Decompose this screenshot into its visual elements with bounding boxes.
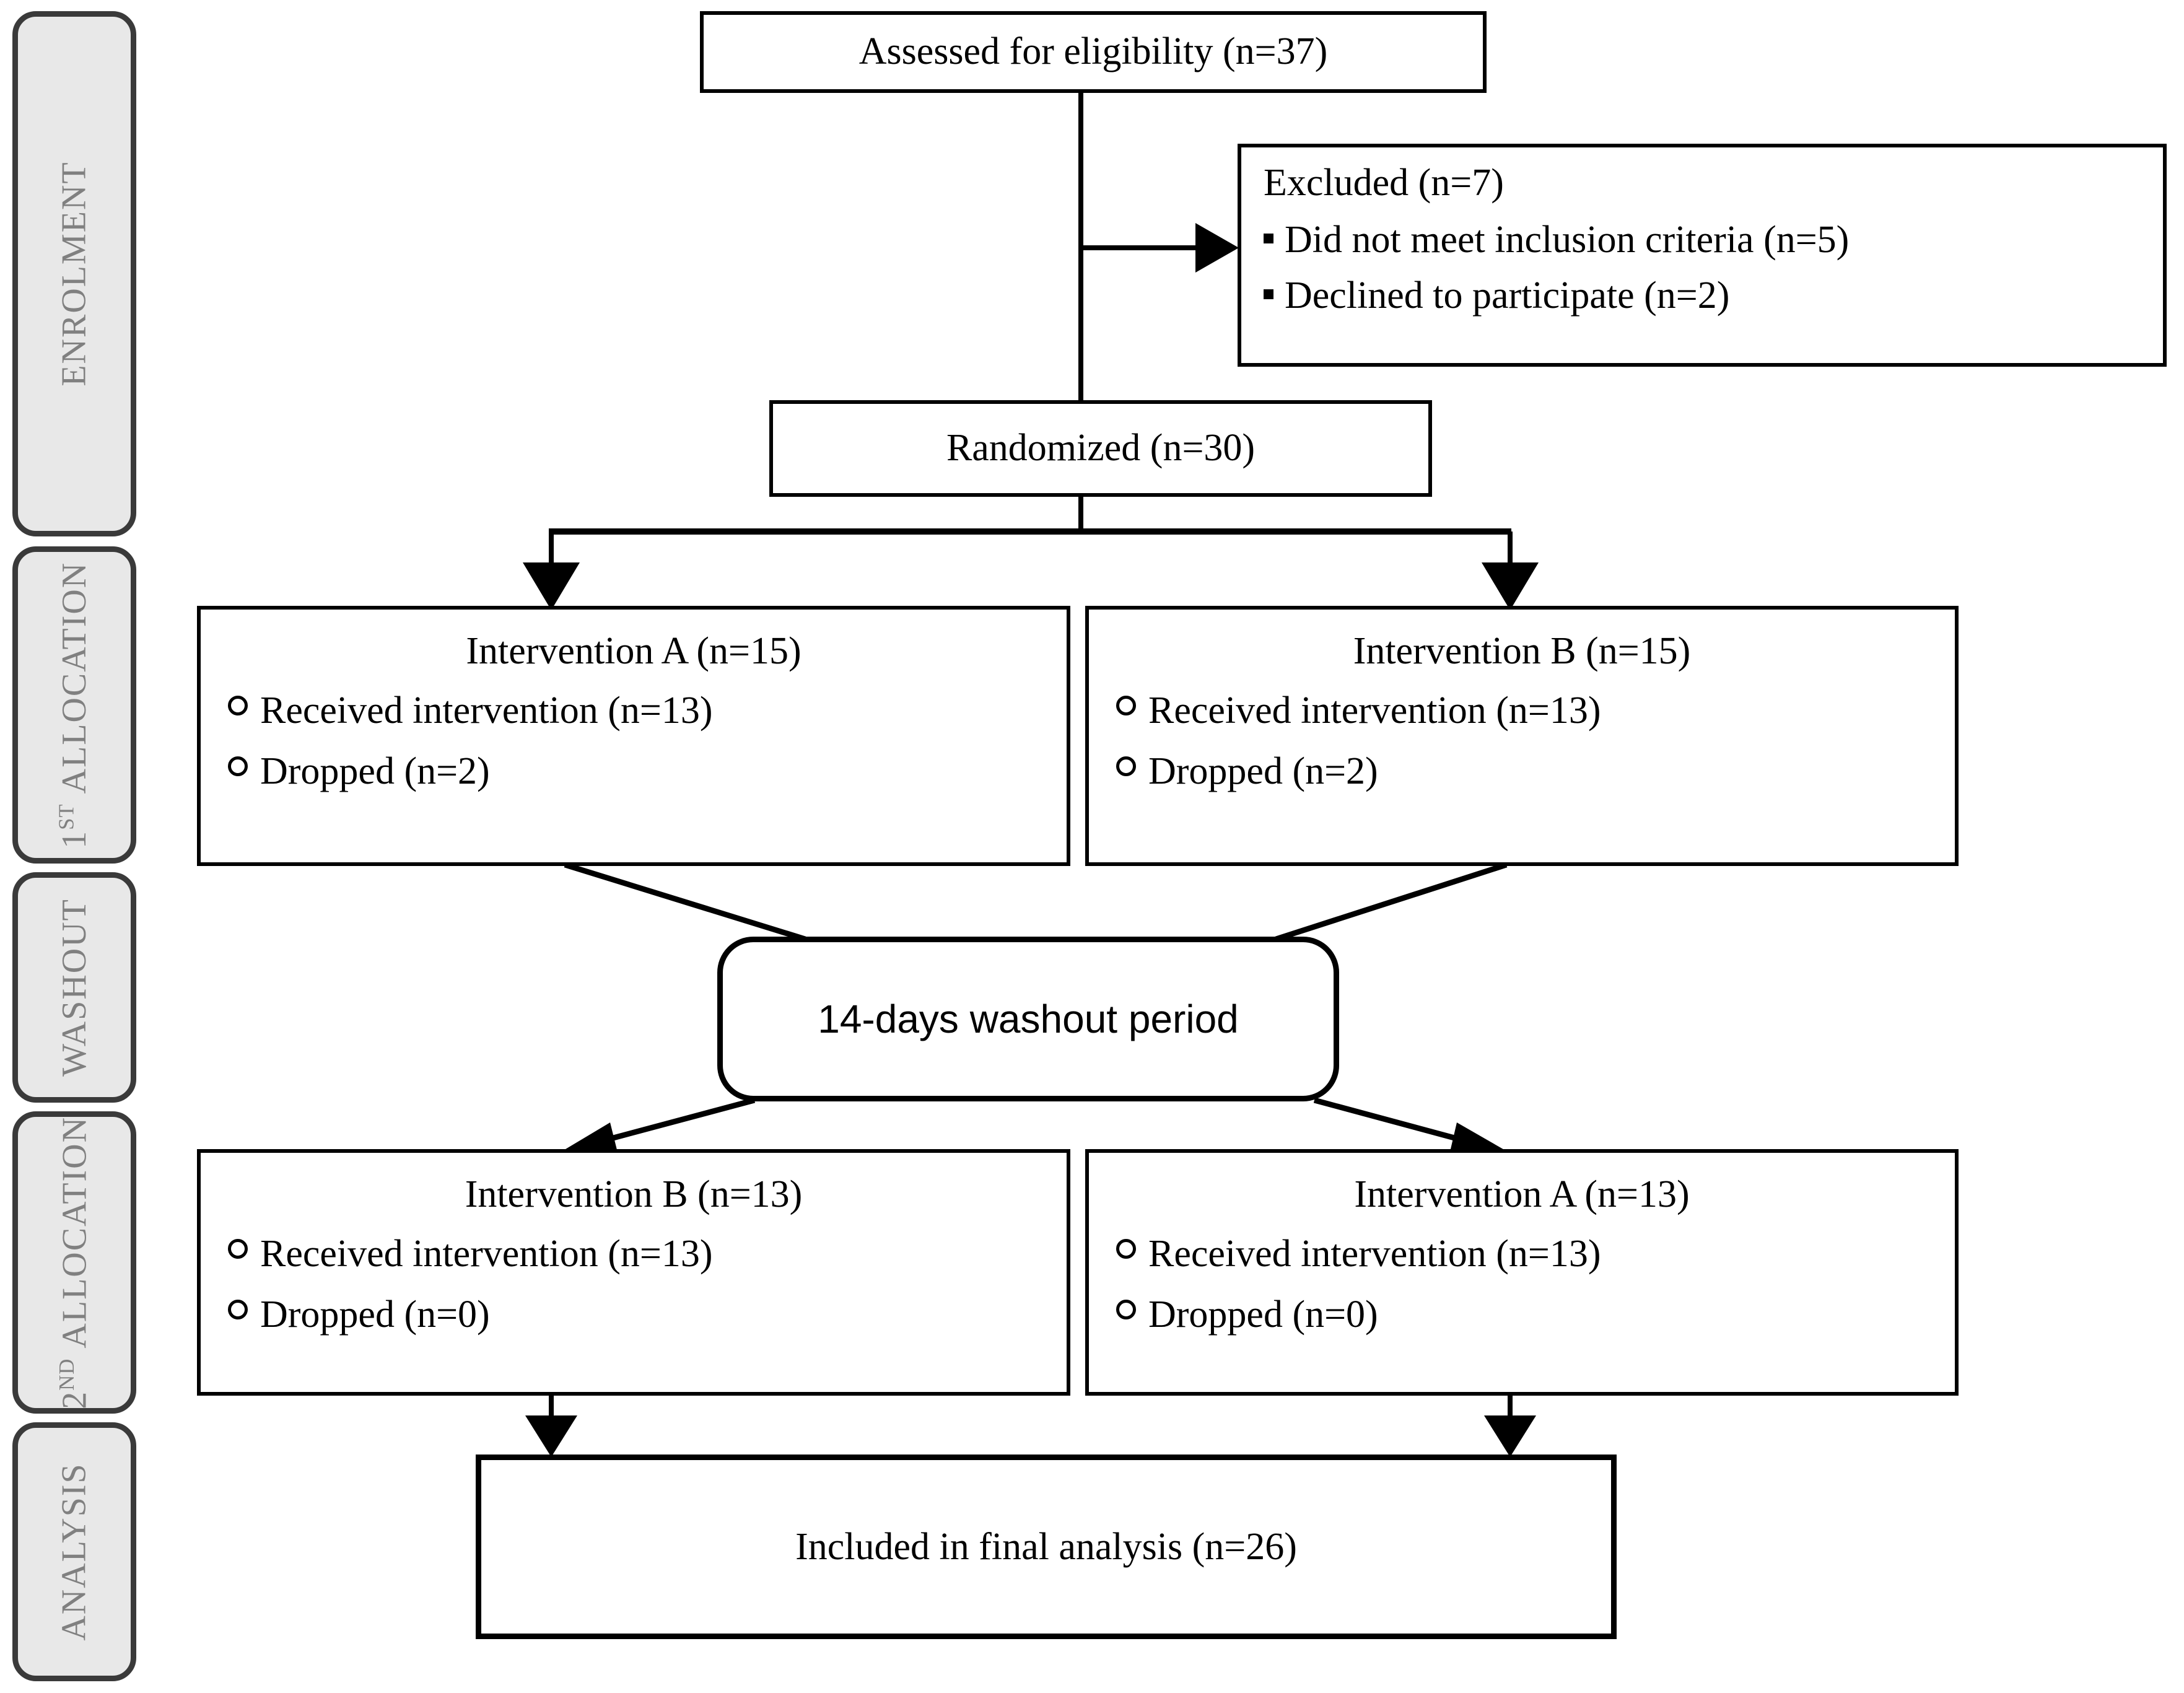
arrowhead-to-intervention-a [523, 562, 580, 610]
arrowhead-b2-to-final [525, 1415, 577, 1457]
node-allocation1-b-row: Dropped (n=2) [1116, 752, 1955, 790]
arrowhead-to-excluded [1195, 223, 1239, 273]
ring-bullet-icon [1116, 696, 1136, 715]
stage-label-allocation-1-word: ALLOCATION [55, 561, 94, 794]
node-randomized: Randomized (n=30) [769, 400, 1432, 497]
node-allocation2-b-row-text: Dropped (n=0) [260, 1293, 490, 1336]
node-allocation2-a-row: Dropped (n=0) [1116, 1295, 1955, 1334]
node-allocation1-intervention-a: Intervention A (n=15) Received intervent… [197, 606, 1070, 866]
stage-label-allocation-1-text: 1ST ALLOCATION [55, 561, 95, 848]
node-allocation1-a-row: Dropped (n=2) [228, 752, 1067, 790]
stage-label-allocation-2-word: ALLOCATION [55, 1116, 94, 1349]
node-allocation1-a-title: Intervention A (n=15) [466, 630, 802, 672]
node-allocation1-b-row-text: Received intervention (n=13) [1148, 689, 1601, 732]
square-bullet-icon [1264, 289, 1273, 299]
stage-label-analysis: ANALYSIS [12, 1422, 136, 1681]
arrowhead-to-intervention-b [1482, 562, 1539, 610]
ring-bullet-icon [228, 696, 248, 715]
node-allocation2-a-row-text: Dropped (n=0) [1148, 1293, 1378, 1336]
node-excluded-heading: Excluded (n=7) [1264, 162, 1504, 204]
stage-label-allocation-2-sup: ND [54, 1358, 79, 1391]
node-allocation2-a-title: Intervention A (n=13) [1354, 1173, 1690, 1215]
node-allocation2-b-title: Intervention B (n=13) [465, 1173, 803, 1215]
square-bullet-icon [1264, 234, 1273, 243]
node-allocation1-a-row-text: Received intervention (n=13) [260, 689, 713, 732]
node-assessed-text: Assessed for eligibility (n=37) [858, 30, 1328, 73]
node-allocation1-a-row: Received intervention (n=13) [228, 691, 1067, 730]
node-allocation2-intervention-a: Intervention A (n=13) Received intervent… [1085, 1149, 1959, 1396]
node-excluded-reason: Did not meet inclusion criteria (n=5) [1264, 221, 2163, 259]
node-washout-text: 14-days washout period [818, 997, 1239, 1041]
node-excluded: Excluded (n=7) Did not meet inclusion cr… [1238, 144, 2167, 367]
stage-label-washout: WASHOUT [12, 872, 136, 1103]
node-excluded-reason-text: Did not meet inclusion criteria (n=5) [1285, 219, 1850, 261]
connector-washout-to-intervention-a2 [1313, 1097, 1474, 1146]
ring-bullet-icon [1116, 756, 1136, 776]
node-assessed-for-eligibility: Assessed for eligibility (n=37) [700, 11, 1487, 93]
ring-bullet-icon [1116, 1239, 1136, 1259]
connector-intervention-b-to-washout [1275, 862, 1508, 942]
node-allocation1-b-row: Received intervention (n=13) [1116, 691, 1955, 730]
node-randomized-text: Randomized (n=30) [946, 427, 1256, 470]
node-final-text: Included in final analysis (n=26) [795, 1525, 1297, 1568]
ring-bullet-icon [1116, 1300, 1136, 1319]
stage-label-enrolment-text: ENROLMENT [55, 161, 94, 387]
node-allocation1-intervention-b: Intervention B (n=15) Received intervent… [1085, 606, 1959, 866]
stage-label-washout-text: WASHOUT [55, 898, 94, 1077]
stage-label-allocation-2-text: 2ND ALLOCATION [55, 1116, 95, 1409]
node-excluded-reason: Declined to participate (n=2) [1264, 276, 2163, 315]
stage-label-allocation-1-prefix: 1 [55, 829, 94, 849]
stage-label-analysis-text: ANALYSIS [55, 1463, 94, 1641]
node-allocation2-b-row: Received intervention (n=13) [228, 1235, 1067, 1273]
connector-washout-to-intervention-b2 [593, 1097, 756, 1146]
ring-bullet-icon [228, 1239, 248, 1259]
node-excluded-reason-text: Declined to participate (n=2) [1285, 274, 1730, 317]
stage-label-allocation-1-sup: ST [54, 803, 79, 830]
node-allocation2-b-row-text: Received intervention (n=13) [260, 1233, 713, 1275]
node-allocation2-a-row-text: Received intervention (n=13) [1148, 1233, 1601, 1275]
stage-label-enrolment: ENROLMENT [12, 11, 136, 536]
arrowhead-a2-to-final [1484, 1415, 1536, 1457]
stage-label-allocation-1: 1ST ALLOCATION [12, 546, 136, 864]
ring-bullet-icon [228, 756, 248, 776]
node-washout-period: 14-days washout period [717, 937, 1339, 1101]
node-allocation1-a-row-text: Dropped (n=2) [260, 750, 490, 792]
node-allocation2-a-row: Received intervention (n=13) [1116, 1235, 1955, 1273]
node-included-in-final-analysis: Included in final analysis (n=26) [476, 1455, 1617, 1639]
node-allocation2-intervention-b: Intervention B (n=13) Received intervent… [197, 1149, 1070, 1396]
stage-label-allocation-2-prefix: 2 [55, 1390, 94, 1409]
node-allocation1-b-row-text: Dropped (n=2) [1148, 750, 1378, 792]
connector-intervention-a-to-washout [564, 862, 806, 942]
stage-label-allocation-2: 2ND ALLOCATION [12, 1111, 136, 1414]
node-allocation1-b-title: Intervention B (n=15) [1353, 630, 1691, 672]
node-allocation2-b-row: Dropped (n=0) [228, 1295, 1067, 1334]
ring-bullet-icon [228, 1300, 248, 1319]
